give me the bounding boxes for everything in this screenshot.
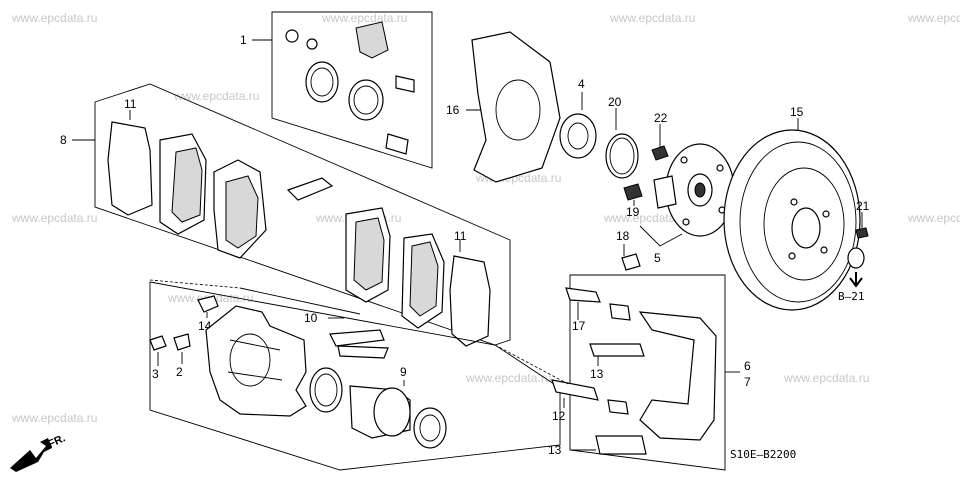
retainer-clip-part[interactable]: [589, 343, 645, 357]
bleeder-screw-part[interactable]: [173, 333, 191, 351]
callout-12[interactable]: 12: [552, 409, 566, 423]
small-seal-part[interactable]: [306, 38, 318, 50]
grease-pack-part[interactable]: [355, 21, 389, 59]
splash-guard-part[interactable]: [471, 31, 561, 183]
watermark: www.epcdata.ru: [11, 11, 97, 25]
callout-4[interactable]: 4: [578, 77, 585, 91]
small-boot-part[interactable]: [285, 29, 299, 43]
watermark: www.epcdata.ru: [321, 11, 407, 25]
leader-line: [149, 279, 241, 289]
lock-nut-part[interactable]: [847, 247, 865, 269]
pin-boot-part-d[interactable]: [607, 399, 629, 415]
watermark: www.epcdata.ru: [783, 371, 869, 385]
leader-line: [494, 344, 571, 386]
callout-16[interactable]: 16: [446, 103, 460, 117]
front-direction-indicator: FR.: [10, 432, 67, 472]
brake-disc-part[interactable]: [723, 129, 861, 311]
seal-kit-group: 1: [240, 11, 433, 169]
callout-20[interactable]: 20: [608, 95, 622, 109]
pad-set-box: [94, 83, 511, 346]
direction-arrow-icon: [10, 438, 52, 472]
reference-b21[interactable]: B—21: [838, 290, 865, 303]
watermark: www.epcdata.ru: [907, 211, 960, 225]
dust-seal-part-b[interactable]: [413, 407, 447, 449]
pin-boot-part-b[interactable]: [385, 133, 409, 155]
watermark: www.epcdata.ru: [465, 371, 551, 385]
watermark: www.epcdata.ru: [11, 411, 97, 425]
watermark: www.epcdata.ru: [609, 11, 695, 25]
splash-guard-group: 16: [446, 31, 561, 183]
callout-15[interactable]: 15: [790, 105, 804, 119]
seal-kit-box: [271, 11, 433, 169]
caliper-body-part[interactable]: [205, 305, 307, 417]
wheel-nut-part[interactable]: [621, 253, 641, 271]
watermark: www.epcdata.ru: [907, 11, 960, 25]
hub-bolt-part[interactable]: [651, 145, 669, 161]
callout-2[interactable]: 2: [176, 365, 183, 379]
callout-5[interactable]: 5: [654, 251, 661, 265]
callout-13b[interactable]: 13: [548, 443, 562, 457]
callout-18[interactable]: 18: [616, 229, 630, 243]
callout-13a[interactable]: 13: [590, 367, 604, 381]
hub-group: 22 19 5 18: [616, 111, 735, 271]
callout-10[interactable]: 10: [304, 311, 318, 325]
slide-pin-part[interactable]: [565, 287, 601, 303]
callout-7[interactable]: 7: [744, 375, 751, 389]
watermark: www.epcdata.ru: [603, 211, 689, 225]
callout-19[interactable]: 19: [626, 205, 640, 219]
pad-spring-part[interactable]: [329, 329, 385, 347]
bracket-group: 6 7 17 13 12 13: [548, 274, 751, 471]
watermark: www.epcdata.ru: [173, 89, 259, 103]
arrow-down-icon: [849, 272, 863, 288]
diagram-code: S10E—B2200: [730, 448, 796, 461]
callout-21[interactable]: 21: [856, 199, 870, 213]
caliper-bracket-part[interactable]: [638, 311, 717, 441]
callout-22[interactable]: 22: [654, 111, 668, 125]
pin-boot-part[interactable]: [395, 75, 415, 93]
shim-outer-part[interactable]: [107, 121, 153, 216]
watermark: www.epcdata.ru: [11, 211, 97, 225]
callout-11b[interactable]: 11: [454, 229, 467, 243]
shim-inner-part[interactable]: [449, 255, 491, 347]
slide-pin-part-b[interactable]: [551, 379, 599, 401]
disc-group: 15: [723, 105, 861, 311]
callout-6[interactable]: 6: [744, 359, 751, 373]
reference-group: 21 B—21: [838, 199, 870, 303]
callout-17[interactable]: 17: [572, 319, 586, 333]
pad-set-group: 8 11 11: [60, 83, 511, 347]
bearing-group: 4 20: [559, 77, 639, 179]
callout-8[interactable]: 8: [60, 133, 67, 147]
callout-3[interactable]: 3: [152, 367, 159, 381]
pin-boot-part-c[interactable]: [609, 303, 631, 321]
disc-screw-part[interactable]: [855, 227, 869, 239]
guide-bolt-part[interactable]: [197, 295, 219, 313]
direction-label: FR.: [46, 432, 67, 450]
callout-1[interactable]: 1: [240, 33, 247, 47]
stud-bolt-part[interactable]: [623, 183, 643, 201]
callout-9[interactable]: 9: [400, 365, 407, 379]
hub-bearing-part[interactable]: [559, 113, 597, 159]
pad-clip-part[interactable]: [286, 177, 334, 201]
callout-11a[interactable]: 11: [124, 97, 137, 111]
caliper-group: 14 3 2 10 9: [149, 281, 561, 471]
bleeder-cap-part[interactable]: [149, 335, 167, 351]
retainer-clip-part-b[interactable]: [595, 435, 647, 455]
circlip-part[interactable]: [605, 133, 639, 179]
